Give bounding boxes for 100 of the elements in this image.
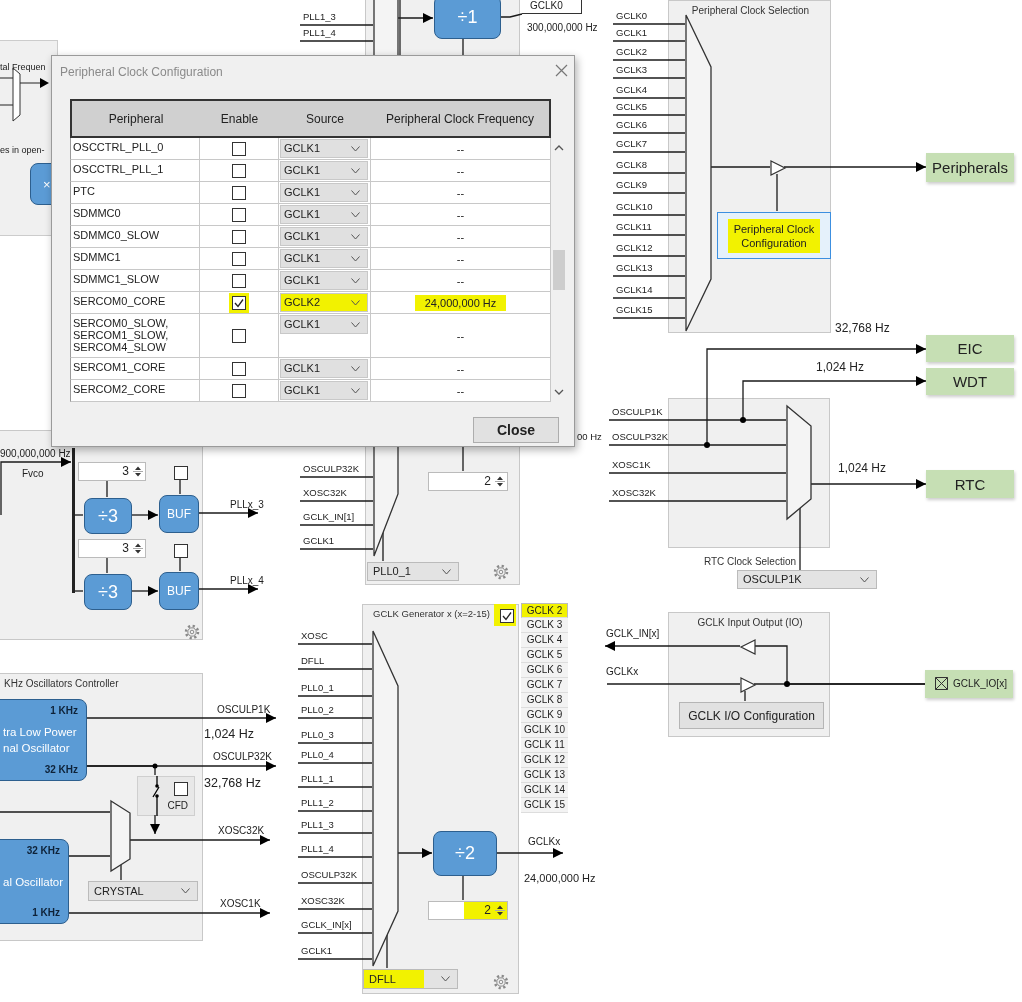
signal-line <box>297 695 373 697</box>
edge-label: GCLK5 <box>616 102 648 113</box>
signal-line <box>612 297 686 299</box>
arrow <box>128 835 271 845</box>
signal-line <box>608 444 787 446</box>
destination-box <box>925 670 1013 698</box>
function-block: ÷3 <box>84 574 132 610</box>
dropdown: OSCULP1K <box>737 570 877 589</box>
arrow <box>85 713 277 723</box>
signal-line <box>299 500 374 502</box>
signal-line <box>776 173 778 212</box>
table-cell: SDMMC1 <box>70 248 200 270</box>
dialog-window <box>51 55 575 447</box>
configuration-box <box>717 212 831 259</box>
edge-label: GCLK_IN[x] <box>606 628 660 640</box>
edge-label: PLL1_3 <box>303 12 336 23</box>
signal-line <box>297 932 373 934</box>
multiplexer-symbol <box>787 406 811 519</box>
edge-label: XOSC1K <box>220 898 261 910</box>
signal-line <box>297 742 373 744</box>
edge-label: XOSC <box>301 631 328 642</box>
configuration-label: Peripheral Clock Configuration <box>728 218 820 253</box>
function-block: ÷2 <box>433 831 497 876</box>
signal-line <box>608 419 787 421</box>
edge-label: GCLK2 <box>616 47 648 58</box>
dropdown: GCLK1 <box>280 381 368 400</box>
bus-bar <box>72 448 75 593</box>
dropdown: GCLK1 <box>280 183 368 202</box>
edge-label: DFLL <box>301 656 325 667</box>
frequency-value: -- <box>456 208 465 221</box>
frequency-label: 00 Hz <box>577 432 602 443</box>
function-block: BUF <box>159 495 199 533</box>
checkbox <box>174 544 188 558</box>
edge-label: PLL0_2 <box>301 705 334 716</box>
destination-box: RTC <box>926 470 1014 498</box>
frequency-value: -- <box>456 186 465 199</box>
table-cell: SERCOM0_CORE <box>70 292 200 314</box>
signal-line <box>67 855 111 857</box>
panel <box>668 612 830 737</box>
oscillator-label: al Oscillator <box>3 874 65 890</box>
edge-label: XOSC32K <box>303 488 347 499</box>
signal-line <box>462 874 464 901</box>
panel <box>0 673 203 941</box>
edge-label: GCLK13 <box>616 263 653 274</box>
function-block: ÷1 <box>434 0 501 39</box>
oscillator-block <box>0 839 69 924</box>
panel-title: Peripheral Clock Selection <box>690 5 811 17</box>
edge-label: GCLK1 <box>303 536 335 547</box>
signal-line <box>106 556 108 574</box>
dropdown: CRYSTAL <box>88 881 198 901</box>
list-item: GCLK 13 <box>521 768 568 783</box>
edge-label: GCLK10 <box>616 202 653 213</box>
edge-label: GCLK11 <box>616 222 652 233</box>
edge-label: OSCULP32K <box>612 432 668 443</box>
signal-line <box>612 172 686 174</box>
list-item: GCLK 10 <box>521 723 568 738</box>
panel-title: KHz Oscillators Controller <box>4 678 119 690</box>
list-item: GCLK 12 <box>521 753 568 768</box>
edge-label: GCLK7 <box>616 139 648 150</box>
signal-line <box>612 255 686 257</box>
edge-label: OSCULP1K <box>612 407 663 418</box>
list-item: GCLK 3 <box>521 618 568 633</box>
edge-label: GCLK_IN[x] <box>301 920 352 931</box>
arrow <box>197 584 259 594</box>
signal-line <box>85 765 156 776</box>
text-fragment: tal Frequen <box>0 62 46 73</box>
signal-line <box>297 856 373 858</box>
panel-title: RTC Clock Selection <box>702 556 798 568</box>
signal-line <box>612 192 686 194</box>
arrow <box>150 814 160 835</box>
signal-line <box>297 908 373 910</box>
signal-line <box>73 514 84 516</box>
list-item: GCLK 14 <box>521 783 568 798</box>
frequency-label: 32,768 Hz <box>204 776 261 791</box>
signal-line <box>297 717 373 719</box>
clock-failure-detector-box <box>137 776 195 816</box>
dropdown: GCLK1 <box>280 205 368 224</box>
frequency-label: 24,000,000 Hz <box>524 872 596 885</box>
signal-line <box>299 24 374 26</box>
signal-line <box>106 479 108 498</box>
edge-label: GCLKx <box>528 836 561 848</box>
destination-box: EIC <box>926 335 1014 362</box>
column-header: Source <box>279 99 371 138</box>
edge-label: 32,768 Hz <box>835 322 890 336</box>
column-header: Enable <box>200 99 279 138</box>
edge-label: PLL1_2 <box>301 798 334 809</box>
table-cell: SERCOM0_SLOW, SERCOM1_SLOW, SERCOM4_SLOW <box>70 314 200 358</box>
frequency-value: -- <box>456 274 465 287</box>
close-button: Close <box>473 417 559 443</box>
edge-label: GCLK4 <box>616 85 648 96</box>
edge-label: GCLK1 <box>301 946 333 957</box>
spin-box: 3 <box>78 539 146 558</box>
signal-line <box>499 13 523 18</box>
edge-label: OSCULP32K <box>213 751 272 763</box>
edge-label: 1,024 Hz <box>838 462 887 476</box>
configuration-button: GCLK I/O Configuration <box>679 702 824 729</box>
arrow <box>197 508 259 518</box>
buffer-symbol <box>741 678 755 692</box>
panel-title: GCLK Generator x (x=2-15) <box>373 609 490 620</box>
edge-label: GCLK3 <box>616 65 648 76</box>
